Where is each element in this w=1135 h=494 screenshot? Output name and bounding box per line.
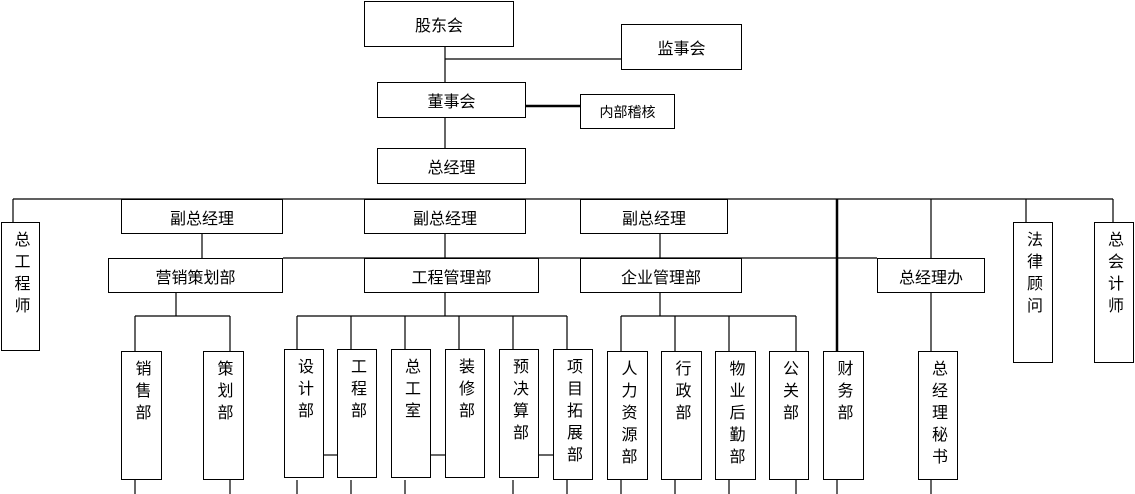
node-zongjinglibang: 总经理办 [877,258,985,293]
node-gongchengbu: 工程部 [337,349,377,478]
node-zongjingli: 总经理 [377,148,526,184]
node-xiaoshou: 销售部 [121,351,162,480]
node-fuzong-1: 副总经理 [121,199,283,234]
node-zhuangxiu: 装修部 [445,349,485,478]
node-xingzheng: 行政部 [661,351,702,480]
node-gudonghui: 股东会 [364,1,514,47]
node-caiwu: 财务部 [823,351,864,480]
node-fuzong-2: 副总经理 [364,199,526,234]
node-gongcheng-guanli: 工程管理部 [364,258,539,293]
node-jianshihui: 监事会 [621,24,742,70]
node-falv: 法律顾问 [1013,222,1053,363]
node-gongguan: 公关部 [769,351,809,480]
node-mishu: 总经理秘书 [918,351,958,480]
node-wuye: 物业后勤部 [715,351,756,480]
node-dongshihui: 董事会 [377,82,526,118]
node-renli: 人力资源部 [607,351,648,480]
node-cehua: 策划部 [203,351,244,480]
node-qiye-guanli: 企业管理部 [580,258,742,293]
node-zongkuaiji: 总会计师 [1094,222,1134,363]
node-yingxiao: 营销策划部 [108,258,283,293]
node-zonggongchengshi: 总工程师 [1,222,40,351]
node-sheji: 设计部 [284,349,324,478]
node-xiangmu: 项目拓展部 [553,349,593,480]
node-zonggongshi: 总工室 [391,349,431,478]
node-neibu: 内部稽核 [580,94,675,129]
node-yujuesuan: 预决算部 [499,349,539,478]
node-fuzong-3: 副总经理 [580,199,728,234]
